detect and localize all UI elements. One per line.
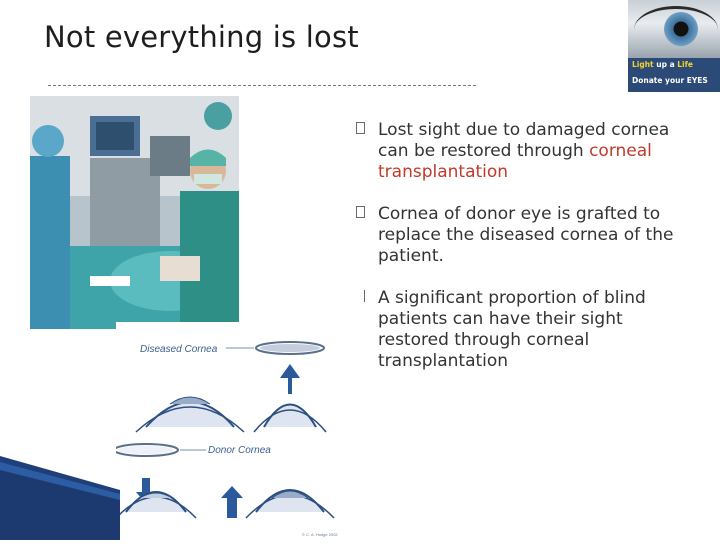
- logo-tagline: Light up a Life: [632, 60, 693, 69]
- diagram-label-donor: Donor Cornea: [208, 445, 271, 456]
- slide-title: Not everything is lost: [44, 20, 359, 54]
- donate-eyes-logo: Light up a Life Donate your EYES: [628, 0, 720, 92]
- list-item: Cornea of donor eye is grafted to replac…: [356, 204, 686, 267]
- bullet-list: Lost sight due to damaged cornea can be …: [356, 120, 686, 393]
- decorative-corner-wedge: [0, 456, 120, 540]
- diagram-label-diseased: Diseased Cornea: [140, 344, 218, 355]
- list-item: A significant proportion of blind patien…: [356, 288, 686, 372]
- eye-image: [628, 0, 720, 58]
- cornea-transplant-diagram: Diseased Cornea Donor Cornea © C. A. Hod…: [116, 322, 366, 540]
- bullet-box-icon: [360, 290, 365, 302]
- bullet-box-icon: [356, 206, 365, 218]
- surgery-photo: [30, 96, 239, 329]
- title-divider: [48, 85, 476, 86]
- bullet-box-icon: [356, 122, 365, 134]
- logo-donate-text: Donate your EYES: [632, 76, 708, 85]
- diagram-credit: © C. A. Hodge 2002: [302, 532, 338, 537]
- eye-icon: [664, 12, 698, 46]
- list-item: Lost sight due to damaged cornea can be …: [356, 120, 686, 183]
